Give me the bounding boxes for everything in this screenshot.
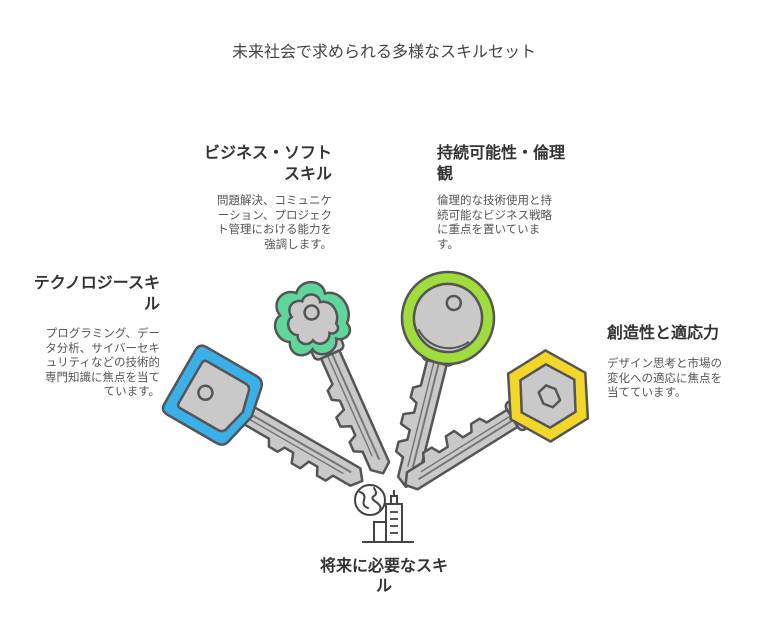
page-title: 未来社会で求められる多様なスキルセット: [231, 42, 536, 61]
creativity-heading: 創造性と適応力: [607, 323, 720, 342]
creativity-key: [393, 349, 590, 495]
sustainability-key: [385, 270, 496, 491]
business-heading: ビジネス・ソフトスキル: [203, 143, 332, 183]
sustainability-heading: 持続可能性・倫理観: [437, 143, 566, 183]
business-key: [273, 280, 394, 483]
tech-description: プログラミング、データ分析、サイバーセキュリティなどの技術的専門知識に焦点を当て…: [45, 326, 160, 398]
creativity-description: デザイン思考と市場の変化への適応に焦点を当てています。: [607, 356, 722, 399]
center-label: 将来に必要なスキル: [319, 556, 448, 595]
business-description: 問題解決、コミュニケーション、プロジェクト管理における能力を強調します。: [217, 193, 332, 251]
sustainability-description: 倫理的な技術使用と持続可能なビジネス戦略に重点を置いています。: [437, 193, 552, 251]
tech-heading: テクノロジースキル: [33, 273, 160, 313]
tech-key: [161, 344, 369, 500]
globe-city-icon: [354, 484, 414, 543]
